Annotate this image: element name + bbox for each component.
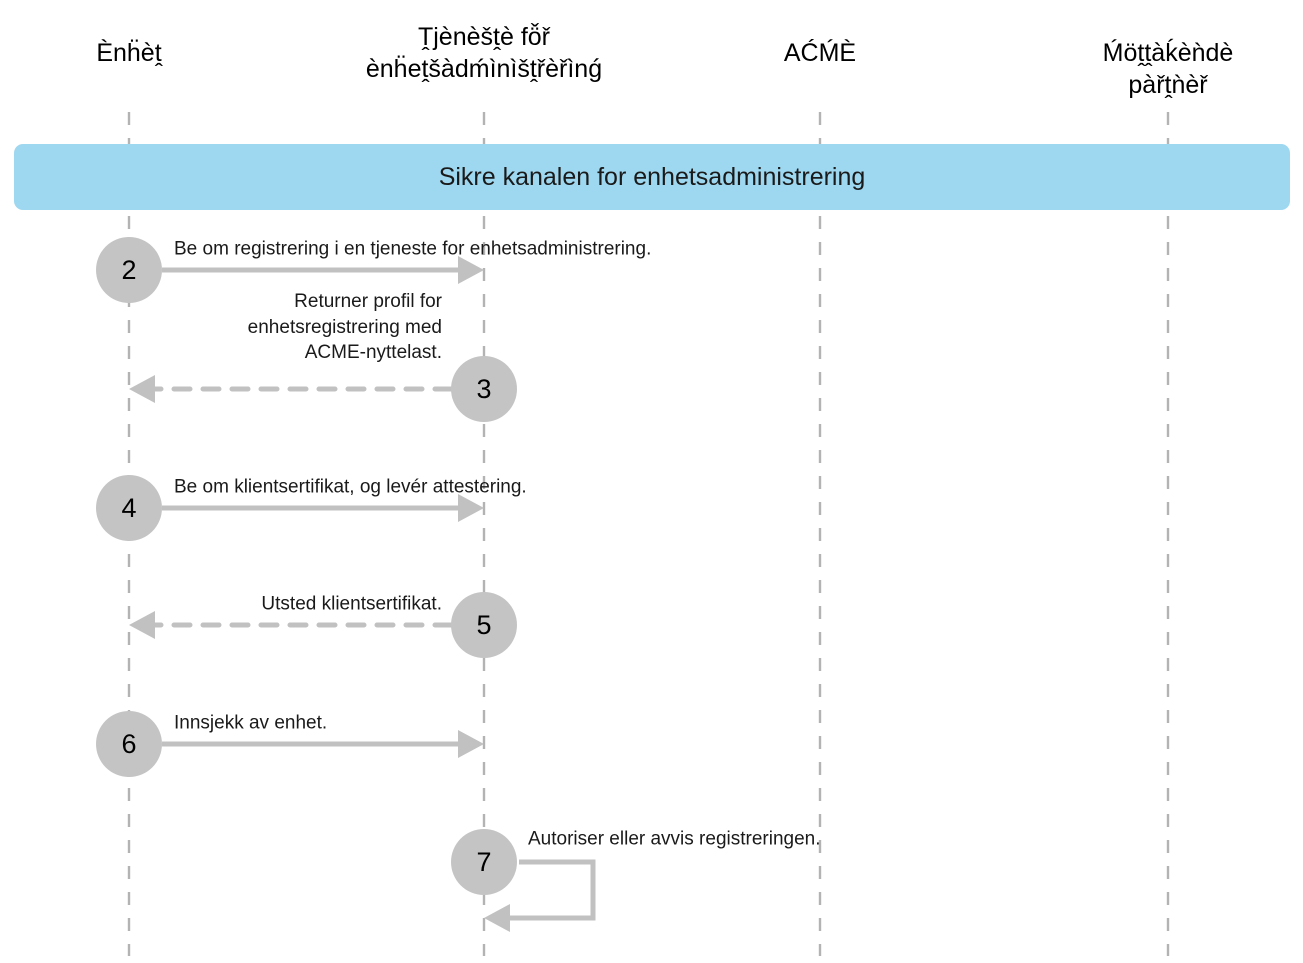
column-header-relying-party: Ḿöṱṱàḱèǹdè pàřṱǹèř: [1102, 39, 1234, 99]
message-label-6: Innsjekk av enhet.: [174, 712, 328, 734]
step-badge-3[interactable]: 3: [451, 356, 517, 422]
message-label-4: Be om klientsertifikat, og levér atteste…: [174, 476, 527, 498]
message-arrow-4: [162, 494, 484, 522]
column-header-device: Ènḧèṱ: [96, 39, 162, 67]
phase-banner: Sikre kanalen for enhetsadministrering: [14, 144, 1290, 210]
column-header-mdm-service: Ṱjènèšṱè fö̌ř ènḧeṱšàdḿìnìšṱřèřìnǵ: [365, 23, 603, 83]
message-arrow-5: [129, 611, 454, 639]
message-label-2: Be om registrering i en tjeneste for enh…: [174, 238, 652, 260]
message-label-3: Returner profil for enhetsregistrering m…: [247, 291, 442, 364]
step-badge-2[interactable]: 2: [96, 237, 162, 303]
message-arrow-6: [162, 730, 484, 758]
step-badge-6[interactable]: 6: [96, 711, 162, 777]
column-header-acme: AĆḾÈ: [783, 39, 857, 67]
message-arrow-3: [129, 375, 454, 403]
phase-banner-label: Sikre kanalen for enhetsadministrering: [438, 162, 866, 191]
message-label-7: Autoriser eller avvis registreringen.: [528, 828, 821, 850]
step-badge-4[interactable]: 4: [96, 475, 162, 541]
message-self-loop-7: [484, 859, 596, 932]
message-arrow-2: [162, 256, 484, 284]
step-badge-5[interactable]: 5: [451, 592, 517, 658]
message-label-5: Utsted klientsertifikat.: [261, 593, 442, 615]
step-badge-7[interactable]: 7: [451, 829, 517, 895]
